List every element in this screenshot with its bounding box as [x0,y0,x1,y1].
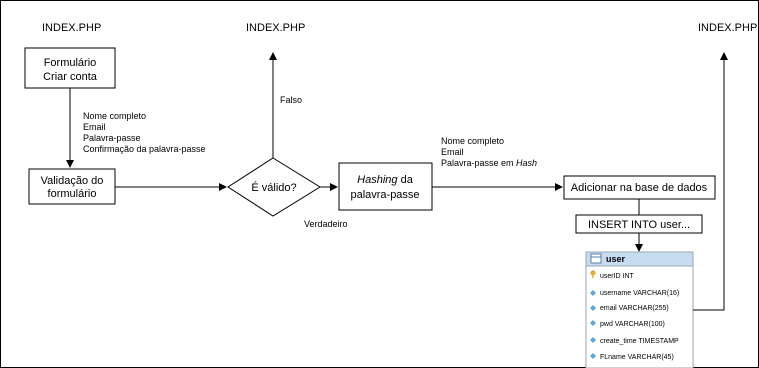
decision-diamond [227,157,321,217]
form-field-password: Palavra-passe [83,133,141,143]
column-username: username VARCHAR(16) [600,290,679,297]
table-name: user [606,254,626,264]
form-field-name: Nome completo [83,111,146,121]
table-icon [590,253,602,264]
hashed-field-name: Nome completo [441,136,504,146]
form-box-line2: Criar conta [43,71,98,83]
header-index-right: INDEX.PHP [698,22,757,34]
table-body [585,251,694,368]
column-email: email VARCHAR(255) [600,305,669,312]
column-create-time: create_time TIMESTAMP [600,338,679,345]
table-header [585,251,694,267]
form-field-email: Email [83,122,106,132]
user-table: user userID INT username VARCHAR(16) ema… [585,251,694,368]
hashing-box [338,162,433,211]
diamond-icon [590,290,596,296]
column-pwd: pwd VARCHAR(100) [600,321,665,328]
decision-label: É válido? [251,181,296,194]
validation-box [28,168,116,205]
validation-box-line2: formulário [48,188,97,200]
diamond-icon [590,337,596,343]
hashed-password-italic: Hash [516,158,537,168]
hashing-box-line2: palavra-passe [350,189,419,201]
diamond-icon [590,320,596,326]
form-box [24,47,116,89]
header-index-left: INDEX.PHP [42,22,101,34]
column-flname: FLname VARCHAR(45) [600,354,674,361]
form-box-line1: Formulário [44,57,97,69]
hashed-fields-list: Nome completo Email Palavra-passe em Has… [441,136,537,168]
arrow-table-to-index [693,52,728,311]
validation-box-line1: Validação do [41,175,104,187]
hashing-rest-word: da [398,174,414,186]
hashed-field-email: Email [441,147,464,157]
form-field-confirm-password: Confirmação da palavra-passe [83,144,206,154]
hashing-box-line1: Hashing da [357,174,414,186]
false-label: Falso [280,95,302,105]
add-db-label: Adicionar na base de dados [571,182,708,194]
key-icon [590,270,596,278]
form-fields-list: Nome completo Email Palavra-passe Confir… [83,111,206,154]
hashed-field-password: Palavra-passe em Hash [441,158,537,168]
hashed-password-prefix: Palavra-passe em [441,158,516,168]
column-userid: userID INT [600,273,635,280]
insert-label: INSERT INTO user... [588,219,690,231]
true-label: Verdadeiro [304,219,348,229]
hashing-italic-word: Hashing [357,174,398,186]
diamond-icon [590,305,596,311]
header-index-middle: INDEX.PHP [246,22,305,34]
diamond-icon [590,353,596,359]
